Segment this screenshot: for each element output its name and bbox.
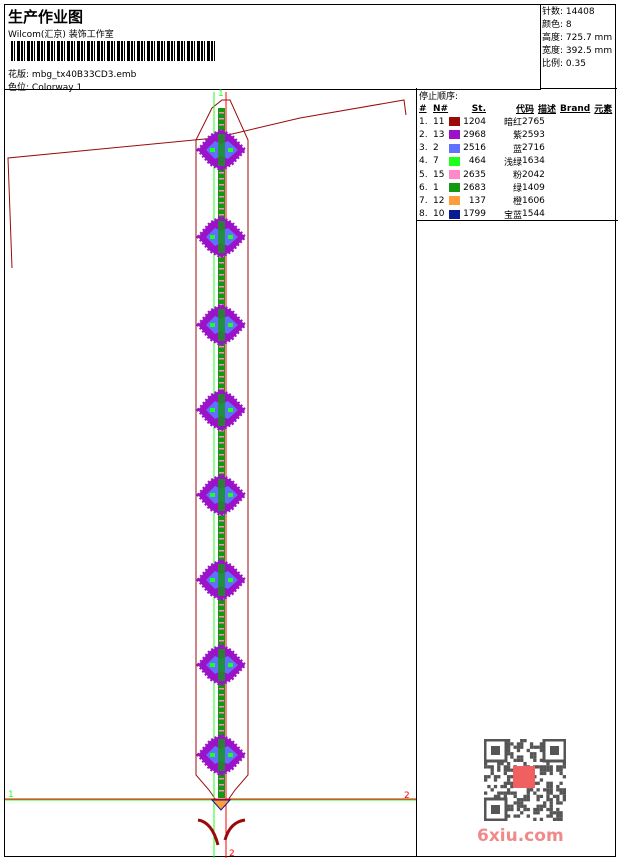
- color-swatch: [449, 130, 460, 140]
- marker-bottom: 2: [229, 849, 235, 859]
- color-swatch: [449, 209, 460, 219]
- column-outline: [195, 99, 249, 801]
- color-swatch: [449, 143, 460, 153]
- color-swatch: [449, 196, 460, 206]
- sleeve-outline: [7, 99, 407, 269]
- file-name: mbg_tx40B33CD3.emb: [31, 70, 137, 80]
- color-swatch: [449, 170, 460, 180]
- leaf-left: [197, 818, 220, 846]
- info-colors: 颜色: 8: [542, 20, 572, 30]
- marker-right: 2: [404, 791, 410, 801]
- marker-left: 1: [8, 790, 14, 800]
- watermark-logo: 6xiu.com: [477, 826, 564, 846]
- leaf-right: [223, 818, 246, 841]
- base-motif: [210, 799, 232, 811]
- studio-name: Wilcom(汇京) 装饰工作室: [8, 30, 114, 40]
- info-height: 高度: 725.7 mm: [542, 33, 613, 43]
- table-header: #N# St. 代码 描述 Brand 元素: [419, 103, 613, 116]
- page-title: 生产作业图: [8, 8, 84, 26]
- colorway-label: 色位:: [8, 83, 30, 93]
- info-stitches: 针数: 14408: [542, 7, 595, 17]
- barcode: [11, 41, 217, 61]
- design-info: 针数: 14408 颜色: 8 高度: 725.7 mm 宽度: 392.5 m…: [540, 4, 617, 89]
- file-label: 花版:: [8, 70, 30, 80]
- design-file: 花版: mbg_tx40B33CD3.emb: [8, 67, 136, 80]
- info-width: 宽度: 392.5 mm: [542, 46, 613, 56]
- color-swatch: [449, 156, 460, 166]
- color-swatch: [449, 117, 460, 127]
- stop-sequence-title: 停止顺序:: [419, 92, 459, 102]
- colorway-value: Colorway 1: [31, 83, 83, 93]
- colorway: 色位: Colorway 1: [8, 80, 82, 93]
- color-swatch: [449, 183, 460, 193]
- qr-code: [484, 739, 566, 821]
- marker-top: 1: [218, 89, 224, 99]
- page-frame: [4, 4, 616, 857]
- info-scale: 比例: 0.35: [542, 59, 586, 69]
- header: 生产作业图 Wilcom(汇京) 装饰工作室 花版: mbg_tx40B33CD…: [4, 4, 541, 93]
